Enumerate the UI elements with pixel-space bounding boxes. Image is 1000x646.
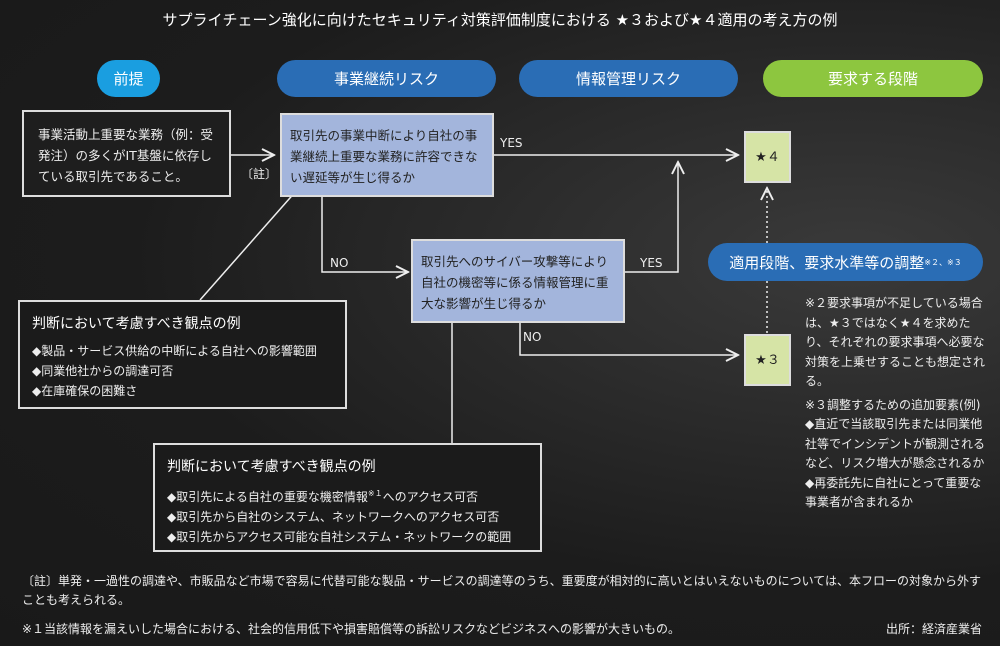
panel-info-considerations: 判断において考慮すべき観点の例 ◆取引先による自社の重要な機密情報※１へのアクセ… bbox=[153, 443, 542, 552]
panel-business-considerations: 判断において考慮すべき観点の例 ◆製品・サービス供給の中断による自社への影響範囲… bbox=[18, 300, 347, 409]
header-stage: 要求する段階 bbox=[763, 60, 983, 97]
note-3-title: ※３調整するための追加要素(例) bbox=[805, 397, 981, 412]
footer-note: 〔註〕単発・一過性の調達や、市販品など市場で容易に代替可能な製品・サービスの調達… bbox=[22, 574, 982, 607]
header-premise: 前提 bbox=[97, 60, 160, 97]
footer-note-1: ※１当該情報を漏えいした場合における、社会的信用低下や損害賠償等の訴訟リスクなど… bbox=[22, 622, 681, 636]
panel2-item-sup: ※１ bbox=[367, 489, 383, 498]
star4-box: ★４ bbox=[744, 131, 791, 183]
note-2: ※２要求事項が不足している場合は、★３ではなく★４を求めたり、それぞれの要求事項… bbox=[805, 296, 986, 388]
q1-no-arrow bbox=[321, 197, 408, 272]
panel2-item: ◆取引先による自社の重要な機密情報※１へのアクセス可否 bbox=[167, 484, 528, 507]
note-ref: 〔註〕 bbox=[241, 167, 278, 181]
panel1-item: ◆在庫確保の困難さ bbox=[32, 384, 138, 398]
panel2-item: ◆取引先から自社のシステム、ネットワークへのアクセス可否 bbox=[167, 510, 500, 524]
q2-no-label: NO bbox=[523, 330, 542, 344]
source: 出所：経済産業省 bbox=[885, 622, 982, 636]
header-business-risk: 事業継続リスク bbox=[277, 60, 496, 97]
q1-no-label: NO bbox=[330, 256, 349, 270]
note-3-item: ◆再委託先に自社にとって重要な事業者が含まれるか bbox=[805, 475, 982, 510]
adjust-pill: 適用段階、要求水準等の調整※２、※３ bbox=[708, 243, 983, 281]
q2-yes-label: YES bbox=[640, 256, 663, 270]
question-2: 取引先へのサイバー攻撃等により自社の機密等に係る情報管理に重大な影響が生じ得るか bbox=[411, 239, 625, 323]
diagram-title: サプライチェーン強化に向けたセキュリティ対策評価制度における ★３および★４適用… bbox=[162, 11, 838, 29]
panel2-title: 判断において考慮すべき観点の例 bbox=[167, 459, 376, 475]
panel1-title: 判断において考慮すべき観点の例 bbox=[32, 316, 241, 332]
q1-yes-label: YES bbox=[500, 136, 523, 150]
q2-no-arrow bbox=[519, 323, 738, 355]
note-3-item: ◆直近で当該取引先または同業他社等でインシデントが観測されるなど、リスク増大が懸… bbox=[805, 417, 986, 470]
question-1: 取引先の事業中断により自社の事業継続上重要な業務に許容できない遅延等が生じ得るか bbox=[280, 113, 494, 197]
panel1-item: ◆製品・サービス供給の中断による自社への影響範囲 bbox=[32, 344, 317, 358]
header-info-risk: 情報管理リスク bbox=[519, 60, 738, 97]
notes: ※２要求事項が不足している場合は、★３ではなく★４を求めたり、それぞれの要求事項… bbox=[805, 294, 985, 513]
panel1-connector bbox=[199, 189, 298, 301]
panel2-item-text: へのアクセス可否 bbox=[382, 490, 478, 504]
adjust-label: 適用段階、要求水準等の調整 bbox=[729, 253, 925, 272]
panel2-item-text: ◆取引先による自社の重要な機密情報 bbox=[167, 490, 368, 504]
star3-box: ★３ bbox=[744, 334, 791, 386]
panel1-item: ◆同業他社からの調達可否 bbox=[32, 364, 174, 378]
panel2-item: ◆取引先からアクセス可能な自社システム・ネットワークの範囲 bbox=[167, 530, 512, 544]
adjust-sup: ※２、※３ bbox=[924, 257, 962, 267]
q2-yes-arrow bbox=[625, 162, 678, 273]
premise-box: 事業活動上重要な業務（例：受発注）の多くがIT基盤に依存している取引先であること… bbox=[22, 110, 231, 197]
